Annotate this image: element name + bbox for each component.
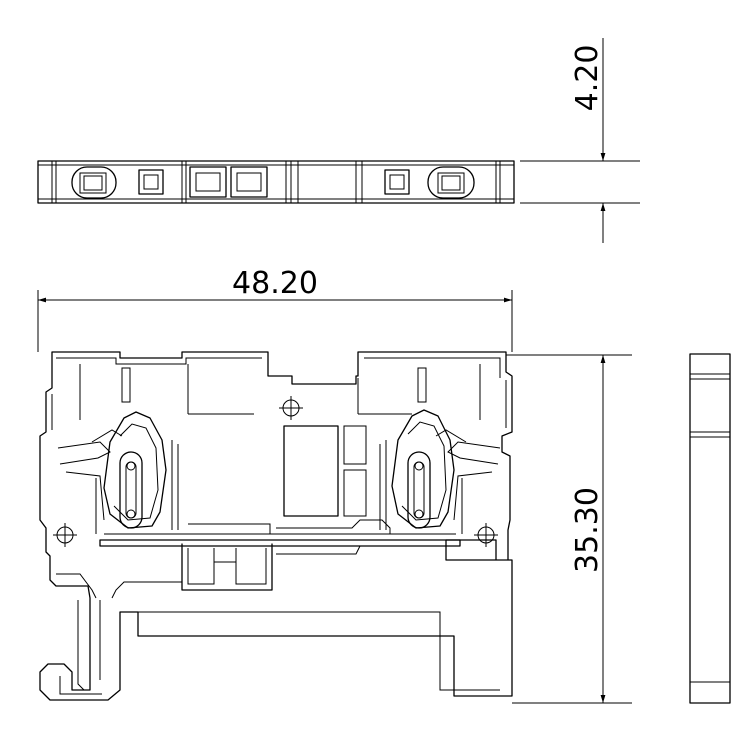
- dimension-height-label: 35.30: [570, 487, 605, 573]
- wire-entry-left: [71, 166, 117, 199]
- side-view: [689, 353, 731, 704]
- dimension-width: 48.20: [37, 266, 513, 352]
- top-view: [37, 160, 515, 204]
- dimension-thickness: 4.20: [520, 38, 640, 243]
- dimension-width-label: 48.20: [232, 266, 318, 301]
- spring-clamp-left: [57, 411, 179, 534]
- spring-clamp-right: [379, 409, 501, 534]
- dimension-height: 35.30: [506, 354, 632, 704]
- mounting-hole-right: [474, 523, 498, 547]
- housing-outline: [39, 351, 513, 701]
- mounting-hole-left: [53, 523, 77, 547]
- wire-entry-right: [427, 166, 475, 199]
- dimension-thickness-label: 4.20: [570, 45, 605, 112]
- mounting-hole-top: [279, 396, 303, 420]
- front-view: [39, 351, 513, 701]
